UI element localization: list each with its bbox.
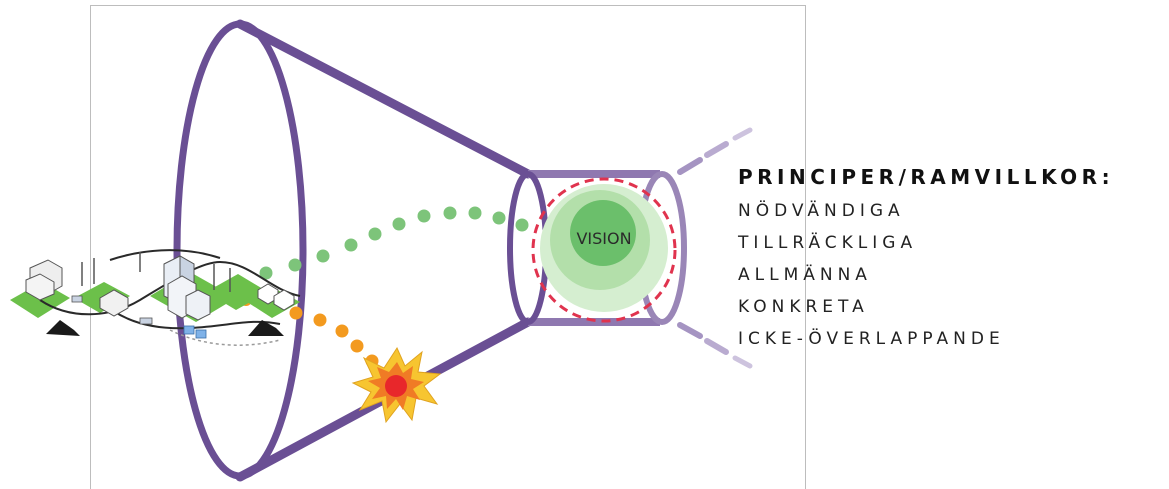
green-dot [493,212,506,225]
extension-bottom-3 [735,358,750,366]
green-dot [317,250,330,263]
green-dot [469,207,482,220]
green-dot [516,219,529,232]
city-illustration-icon [10,250,300,345]
orange-dot [314,314,327,327]
funnel-mouth-ellipse [177,24,303,476]
principle-item: NÖDVÄNDIGA [738,195,1168,227]
funnel-top-edge [240,24,528,174]
green-dot [345,239,358,252]
orange-dot [336,325,349,338]
green-dot [393,218,406,231]
green-dot [289,259,302,272]
green-dot [369,228,382,241]
green-dot [444,207,457,220]
extension-top-3 [735,130,750,138]
vision-label: VISION [576,229,631,248]
principle-item: ALLMÄNNA [738,259,1168,291]
extension-bottom-1 [680,325,700,336]
principles-heading: PRINCIPER/RAMVILLKOR: [738,166,1168,188]
principles-items: NÖDVÄNDIGA TILLRÄCKLIGA ALLMÄNNA KONKRET… [738,195,1168,355]
orange-dot [351,340,364,353]
extension-top-2 [707,144,726,155]
principles-list: PRINCIPER/RAMVILLKOR: NÖDVÄNDIGA TILLRÄC… [738,166,1168,355]
extension-bottom-2 [707,341,726,352]
principle-item: KONKRETA [738,291,1168,323]
extension-top-1 [680,160,700,172]
orange-dot [290,307,303,320]
green-dot [418,210,431,223]
principle-item: ICKE-ÖVERLAPPANDE [738,323,1168,355]
vision: VISION [533,179,675,321]
principle-item: TILLRÄCKLIGA [738,227,1168,259]
